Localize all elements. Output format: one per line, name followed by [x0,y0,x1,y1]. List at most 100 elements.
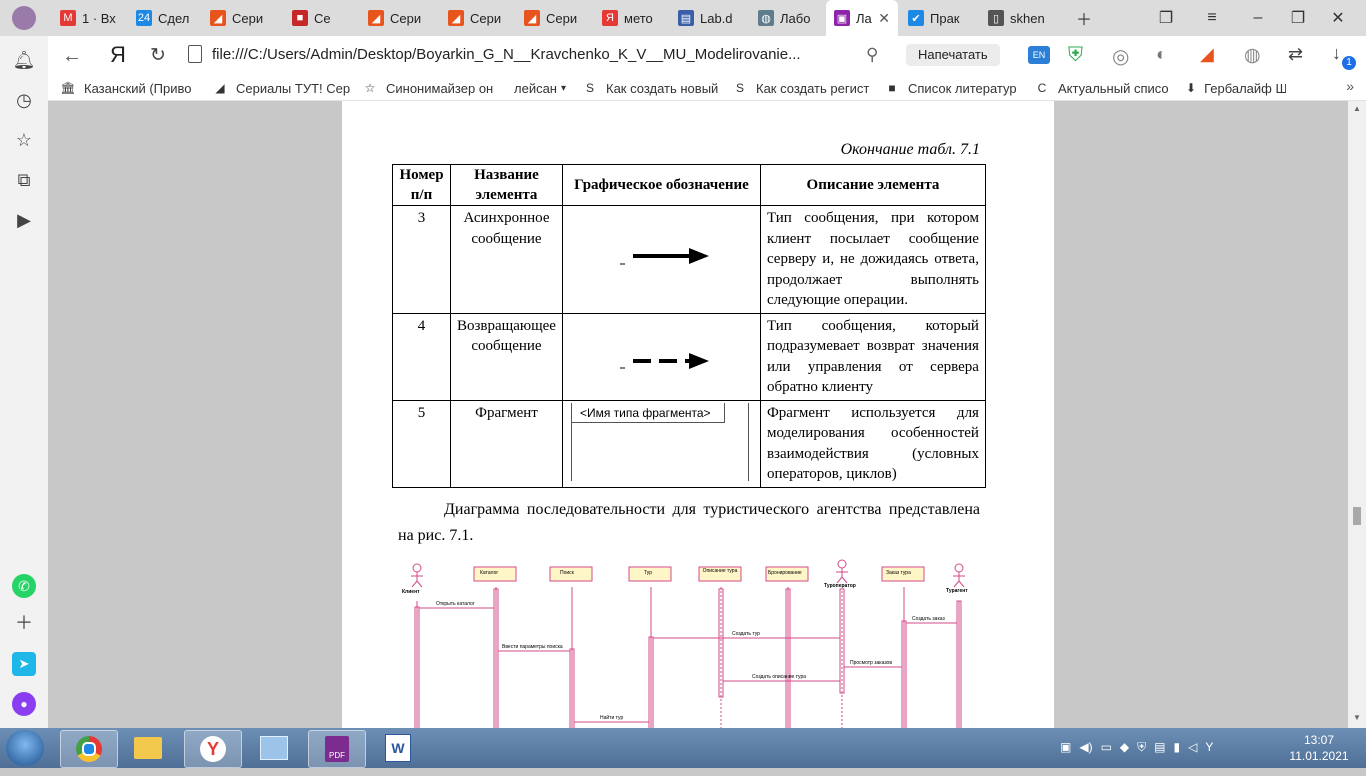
row-number: 3 [392,205,451,314]
object-tour-description: Описание тура [702,568,738,574]
downloads-icon[interactable]: ↓ [1332,43,1341,63]
search-icon[interactable]: ⚲ [866,45,879,64]
tab-item[interactable]: ◢Сери [202,0,282,36]
tab-favicon-icon: ◢ [448,10,464,26]
message-view-orders: Просмотр заказов [850,660,892,666]
network-signal-icon[interactable]: ▮ [1173,740,1181,754]
shield-icon[interactable]: ⛨ [1068,44,1083,66]
alice-assistant-icon[interactable]: ● [12,692,36,716]
series-extension-icon[interactable]: ◢ [1200,44,1214,64]
bookmark-label: Гербалайф Ш [1204,80,1286,96]
add-panel-icon[interactable]: ＋ [15,613,33,633]
bell-icon[interactable]: 🔔︎ [12,49,36,70]
yandex-tray-icon[interactable]: Y [1205,740,1214,754]
scroll-down-arrow-icon[interactable]: ▼ [1353,713,1361,722]
tab-item[interactable]: ▯skhen [980,0,1062,36]
yandex-logo[interactable]: Я [110,42,126,67]
chevron-down-icon: ▾ [561,82,567,94]
display-icon[interactable]: ▤ [1154,740,1166,754]
send-icon[interactable]: ➤ [12,652,36,676]
teams-icon[interactable]: ▣ [1060,740,1072,754]
word-taskbar-button[interactable]: W [370,730,426,766]
bookmark-item[interactable]: лейсан ▾ [514,78,580,98]
more-bookmarks-icon[interactable]: » [1346,78,1354,94]
dark-mode-icon[interactable]: ◐ [1156,44,1167,64]
bookmark-item[interactable]: ◢Сериалы ТУТ! Сер [212,78,352,98]
tab-item[interactable]: ■Се [284,0,358,36]
security-icon[interactable]: ⛨ [1137,740,1147,754]
video-play-icon[interactable]: ▶ [17,209,31,230]
battery-icon[interactable]: ▭ [1100,740,1112,754]
bookmark-label: Актуальный списо [1058,80,1169,96]
address-bar[interactable]: file:///C:/Users/Admin/Desktop/Boyarkin_… [212,46,801,63]
return-arrow-icon [619,352,709,369]
history-icon[interactable]: ◷ [16,89,32,110]
volume-icon[interactable]: ◁ [1188,740,1198,754]
scroll-thumb[interactable] [1353,507,1361,525]
speaker-icon[interactable]: ◀) [1079,740,1093,754]
object-tour-order: Заказ тура [886,570,911,576]
reload-icon[interactable]: ↻ [150,45,166,66]
close-window-button[interactable]: ✕ [1331,10,1345,27]
sequence-diagram: Клиент Туроператор Турагент Каталог Поис… [384,559,976,728]
tray-app-icon[interactable]: ◆ [1119,740,1130,754]
collections-icon[interactable]: ⧉ [17,169,31,190]
message-create-tour-description: Создать описание тура [752,674,807,680]
translate-icon[interactable]: ⇄ [1288,44,1304,64]
globe-icon[interactable]: ◍ [1244,45,1261,66]
menu-icon[interactable]: ≡ [1207,9,1217,26]
clock-date: 11.01.2021 [1289,749,1349,763]
tab-favicon-icon: ■ [292,10,308,26]
clock[interactable]: 13:07 11.01.2021 [1284,732,1354,764]
vertical-scrollbar[interactable]: ▲ ▼ [1348,101,1366,728]
bookmark-item[interactable]: 🏛Казанский (Приво [60,78,200,98]
new-tab-button[interactable]: ＋ [1075,12,1092,29]
tab-label: Прак [930,10,960,26]
bookmark-item[interactable]: ■Список литератур [884,78,1024,98]
tab-item[interactable]: ◍Лабо [750,0,824,36]
pdf-taskbar-button[interactable]: PDF [308,730,366,768]
table-row: 5 Фрагмент <Имя типа фрагмента> Фрагмент… [392,399,986,488]
back-arrow-icon[interactable]: ← [62,45,82,67]
favorites-star-icon[interactable]: ☆ [15,129,33,150]
start-button[interactable] [6,730,44,766]
control-panel-taskbar-button[interactable] [246,730,302,766]
tab-item[interactable]: ▤Lab.d [670,0,748,36]
tab-label: Сери [546,10,578,26]
explorer-taskbar-button[interactable] [120,730,176,766]
tab-item[interactable]: ◢Сери [516,0,592,36]
restore-button[interactable]: ❐ [1290,10,1306,27]
profile-avatar[interactable] [12,6,36,30]
chrome-taskbar-button[interactable] [60,730,118,768]
tab-item[interactable]: ✔Прак [900,0,978,36]
tab-item[interactable]: ▣Ла✕ [826,0,898,36]
header-number: Номер п/п [392,164,451,206]
close-tab-icon[interactable]: ✕ [878,10,890,26]
diagram-lines [411,559,965,728]
whatsapp-icon[interactable]: ✆ [12,574,36,598]
print-button[interactable]: Напечатать [906,44,1000,66]
actor-travel-agent: Турагент [946,588,968,594]
magnifier-extension-icon[interactable]: ◎ [1112,46,1130,68]
control-panel-icon [260,736,288,760]
extension-icon[interactable]: EN [1028,46,1050,64]
scroll-up-arrow-icon[interactable]: ▲ [1353,104,1361,113]
yandex-taskbar-button[interactable]: Y [184,730,242,768]
tabs-manager-icon[interactable]: ❐ [1158,10,1174,27]
row-name: Возвращающее сообщение [450,312,563,401]
bookmark-item[interactable]: ☆Синонимайзер он [362,78,500,98]
elements-table: Номер п/п Название элемента Графическое … [392,164,986,488]
tab-item[interactable]: ◢Сери [440,0,514,36]
downloads-badge: 1 [1342,56,1356,70]
bookmark-icon: ■ [888,81,896,95]
minimize-button[interactable]: – [1253,9,1263,26]
bookmark-item[interactable]: ⬇Гербалайф Ш [1186,78,1286,98]
tab-item[interactable]: ◢Сери [360,0,438,36]
header-name: Название элемента [450,164,563,206]
